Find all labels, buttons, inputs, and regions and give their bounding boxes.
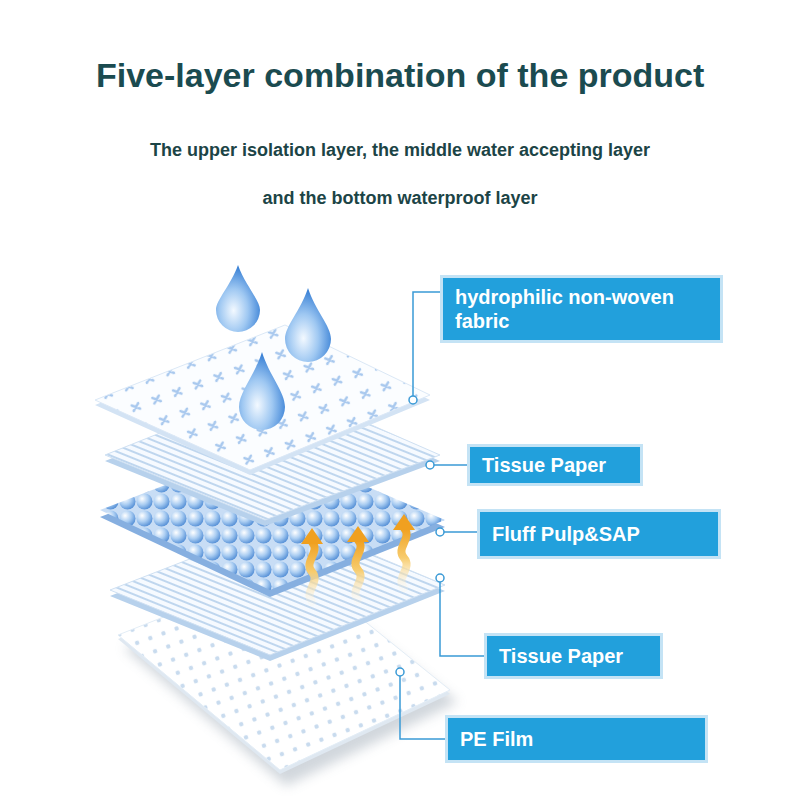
wick-arrow-stem bbox=[401, 528, 406, 588]
leader-dot bbox=[426, 461, 434, 469]
caption-text: The upper isolation layer, the middle wa… bbox=[147, 126, 653, 222]
wick-arrow-head bbox=[393, 514, 415, 530]
layer-label-box: hydrophilic non-woven fabric bbox=[443, 278, 720, 340]
leader-lines bbox=[400, 292, 487, 739]
wick-arrows bbox=[301, 514, 415, 602]
layer-label-box: Fluff Pulp&SAP bbox=[480, 512, 718, 556]
layer-label-box: Tissue Paper bbox=[470, 447, 640, 483]
wick-arrow-head bbox=[301, 528, 323, 544]
layer-label: Tissue Paper bbox=[482, 453, 606, 477]
leader-dot bbox=[396, 668, 404, 676]
layer-label: Fluff Pulp&SAP bbox=[492, 522, 640, 546]
layer-label: Tissue Paper bbox=[499, 644, 623, 668]
layer-label: hydrophilic non-woven fabric bbox=[455, 285, 705, 333]
leader-line bbox=[440, 531, 480, 533]
water-droplet bbox=[239, 352, 285, 430]
layer-label: PE Film bbox=[460, 727, 533, 751]
water-droplet bbox=[285, 288, 331, 362]
leader-line bbox=[413, 292, 443, 400]
leader-dot bbox=[409, 396, 417, 404]
water-droplet bbox=[216, 265, 260, 332]
wick-arrow-stem bbox=[309, 542, 314, 602]
wick-arrow-stem bbox=[355, 540, 360, 600]
title-text: Five-layer combination of the product bbox=[96, 55, 704, 96]
nonwoven-layer bbox=[95, 325, 430, 470]
wick-arrow-head bbox=[347, 526, 369, 542]
leader-dot bbox=[436, 574, 444, 582]
leader-line bbox=[400, 672, 448, 739]
leader-line bbox=[440, 578, 487, 656]
leader-dot bbox=[436, 528, 444, 536]
leader-line bbox=[430, 464, 470, 466]
layer-label-box: PE Film bbox=[448, 718, 705, 760]
layer-label-box: Tissue Paper bbox=[487, 636, 660, 676]
leader-dots bbox=[396, 396, 444, 676]
